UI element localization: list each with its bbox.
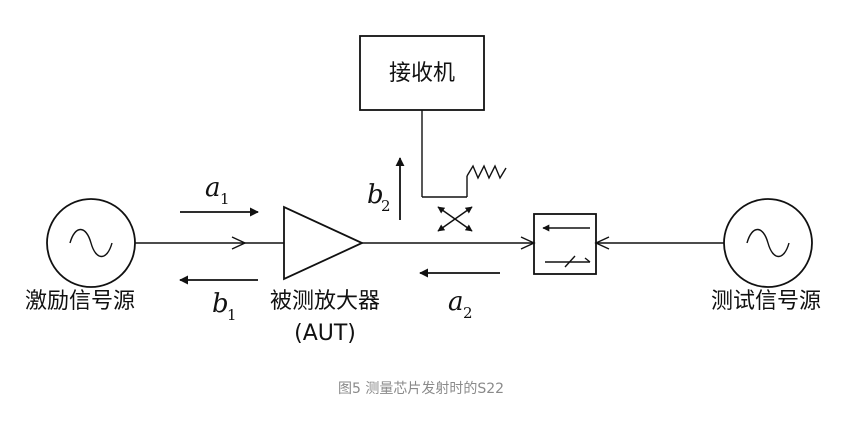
svg-text:a: a: [205, 173, 221, 203]
svg-text:1: 1: [220, 190, 230, 208]
wave-b2-label: b 2: [367, 180, 391, 215]
source-left-label: 激励信号源: [25, 289, 135, 314]
test-arrow: [594, 236, 610, 250]
wave-a1-label: a 1: [205, 173, 230, 208]
load-resistor-icon: [466, 164, 507, 180]
receiver-label: 接收机: [389, 61, 455, 86]
svg-text:a: a: [448, 287, 464, 317]
receiver-box: 接收机: [359, 35, 485, 111]
svg-text:1: 1: [227, 306, 237, 324]
wave-b1-label: b 1: [212, 289, 237, 324]
amplifier-triangle: [283, 205, 365, 281]
svg-text:b: b: [212, 289, 229, 319]
svg-text:2: 2: [381, 197, 391, 215]
isolator-box: [533, 213, 597, 275]
directional-coupler-icon: [437, 206, 473, 232]
sine-wave-icon: [69, 228, 113, 258]
amplifier-label: 被测放大器: [270, 289, 380, 314]
input-arrow: [231, 236, 247, 250]
test-source: [723, 198, 813, 288]
sine-wave-icon: [746, 228, 790, 258]
source-right-label: 测试信号源: [711, 289, 821, 314]
excitation-source: [46, 198, 136, 288]
wave-a2-label: a 2: [448, 287, 473, 322]
amplifier-abbr: (AUT): [294, 321, 356, 346]
svg-text:b: b: [367, 180, 384, 210]
figure-caption: 图5 测量芯片发射时的S22: [338, 381, 504, 397]
svg-text:2: 2: [463, 304, 473, 322]
